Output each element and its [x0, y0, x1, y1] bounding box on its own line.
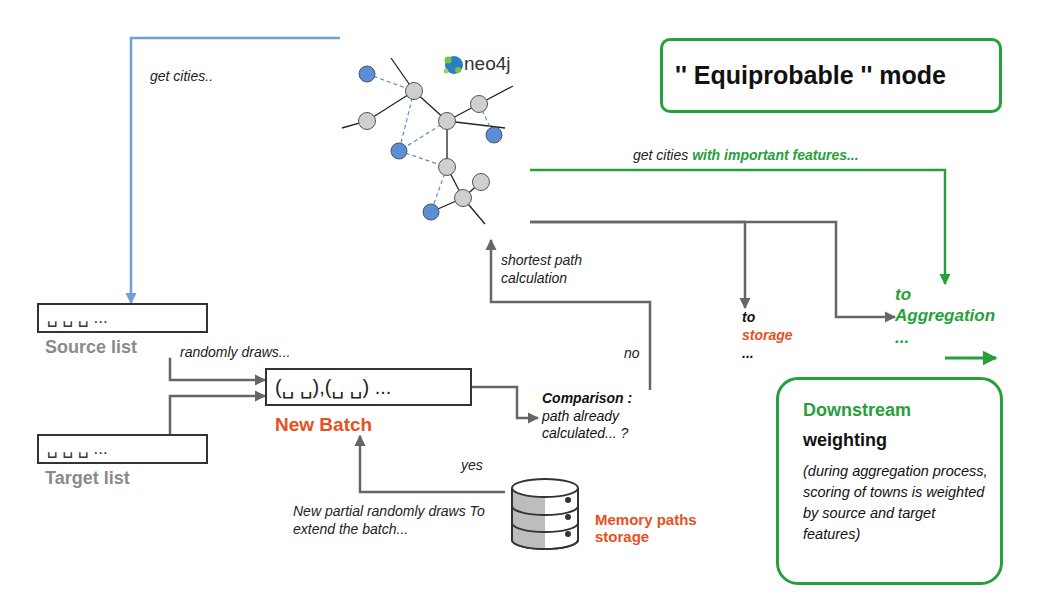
edge-label: get cities.. — [150, 68, 213, 86]
flow-arrow — [131, 38, 340, 303]
weighting-box: Downstream weighting (during aggregation p… — [776, 377, 1003, 585]
text-part: features... — [793, 147, 859, 163]
weighting-note: (during aggregation process, scoring of … — [803, 461, 988, 545]
database-icon — [512, 479, 578, 549]
weighting-title: Downstream — [803, 400, 988, 422]
memory-storage: Memory paths storage — [505, 478, 717, 550]
aggregation-label: to Aggregation ... — [895, 284, 1005, 348]
list-title: Target list — [45, 468, 208, 489]
batch-box: (␣ ␣),(␣ ␣) ... — [265, 368, 472, 406]
edge-label: get cities with important features... — [633, 147, 859, 165]
batch-title: New Batch — [275, 414, 472, 436]
neo4j-logo — [444, 56, 464, 74]
edge-label: no — [624, 345, 640, 363]
process-note: New partial randomly draws To extend the… — [293, 503, 485, 538]
comparison-note: Comparison :path already calculated... ? — [538, 390, 658, 443]
flow-arrow — [491, 240, 650, 390]
aggregation-target: to Aggregation ... — [895, 284, 1005, 348]
text-part: get — [633, 147, 652, 163]
text-part: ... — [742, 345, 754, 361]
logo-text: neo4j — [464, 54, 530, 73]
text-part: important — [724, 147, 789, 163]
storage-label: Memory paths storage — [595, 512, 715, 545]
flow-arrow — [170, 396, 265, 434]
graph-database: neo4j — [340, 30, 530, 240]
process-note: shortest path calculation — [501, 252, 597, 287]
graph-edges — [342, 58, 513, 224]
list-slots: ␣ ␣ ␣ ... — [37, 303, 208, 333]
text-part: to — [742, 309, 755, 325]
edge-label: randomly draws... — [180, 344, 290, 362]
batch: (␣ ␣),(␣ ␣) ... New Batch — [265, 368, 472, 436]
mode-box: '' Equiprobable '' mode — [660, 38, 1002, 113]
text-part: cities — [656, 147, 688, 163]
weighting-subtitle: weighting — [803, 430, 988, 452]
target-list: ␣ ␣ ␣ ... Target list — [37, 434, 208, 489]
comparison-title: Comparison : — [542, 390, 658, 408]
text-part: with — [692, 147, 720, 163]
storage-target: to storage ... — [742, 308, 806, 363]
graph-dashed-edges — [367, 74, 494, 212]
graph-nodes — [359, 66, 503, 220]
text-part: storage — [742, 327, 793, 343]
storage-target-label: to storage ... — [742, 308, 806, 363]
output-arrow — [945, 357, 996, 360]
mode-title: '' Equiprobable '' mode — [675, 61, 946, 90]
edge-label: yes — [461, 457, 483, 475]
comparison-question: path already calculated... ? — [542, 408, 658, 443]
flow-arrow — [360, 436, 505, 492]
flow-arrow — [472, 387, 538, 418]
list-slots: ␣ ␣ ␣ ... — [37, 434, 208, 464]
